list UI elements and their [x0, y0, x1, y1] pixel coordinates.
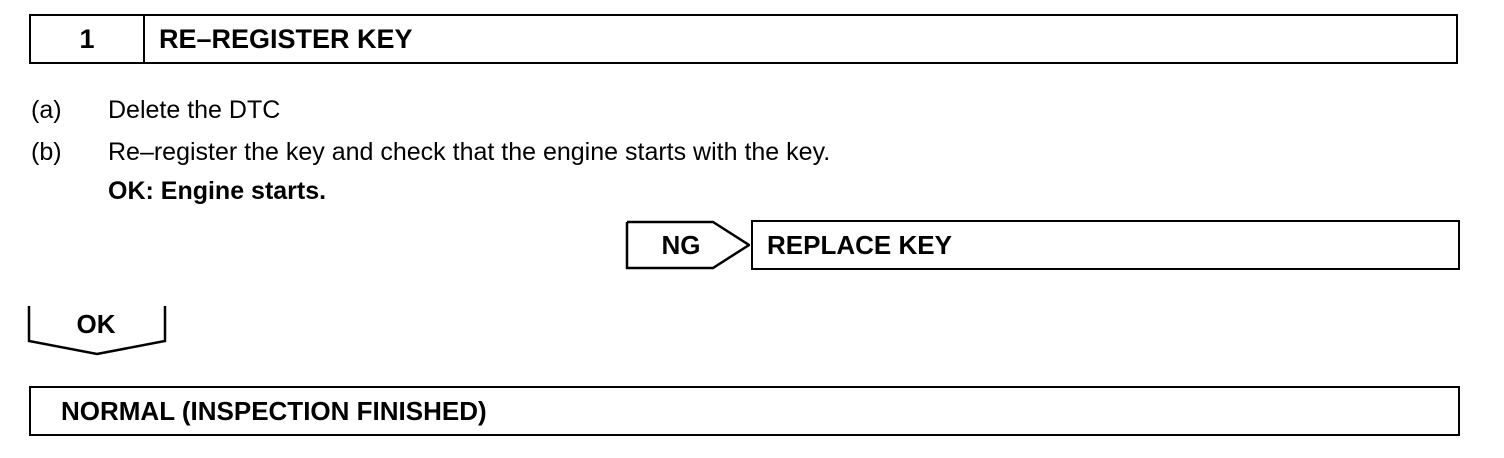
ng-result-box: REPLACE KEY — [751, 220, 1460, 270]
final-result-box: NORMAL (INSPECTION FINISHED) — [29, 386, 1460, 436]
ng-result-label: REPLACE KEY — [767, 229, 952, 260]
step-title: RE–REGISTER KEY — [159, 23, 413, 54]
ng-label: NG — [661, 229, 701, 260]
instruction-b-marker: (b) — [31, 138, 62, 166]
ok-arrow — [27, 306, 167, 356]
ok-label: OK — [76, 308, 116, 339]
instruction-a-text: Delete the DTC — [108, 96, 281, 124]
step-header: 1 RE–REGISTER KEY — [29, 14, 1458, 64]
final-result-label: NORMAL (INSPECTION FINISHED) — [61, 395, 487, 426]
instruction-b-text: Re–register the key and check that the e… — [108, 138, 831, 166]
instruction-a-marker: (a) — [31, 96, 62, 124]
ok-criteria: OK: Engine starts. — [108, 177, 327, 205]
ng-arrow — [625, 220, 750, 270]
step-number: 1 — [31, 16, 145, 62]
